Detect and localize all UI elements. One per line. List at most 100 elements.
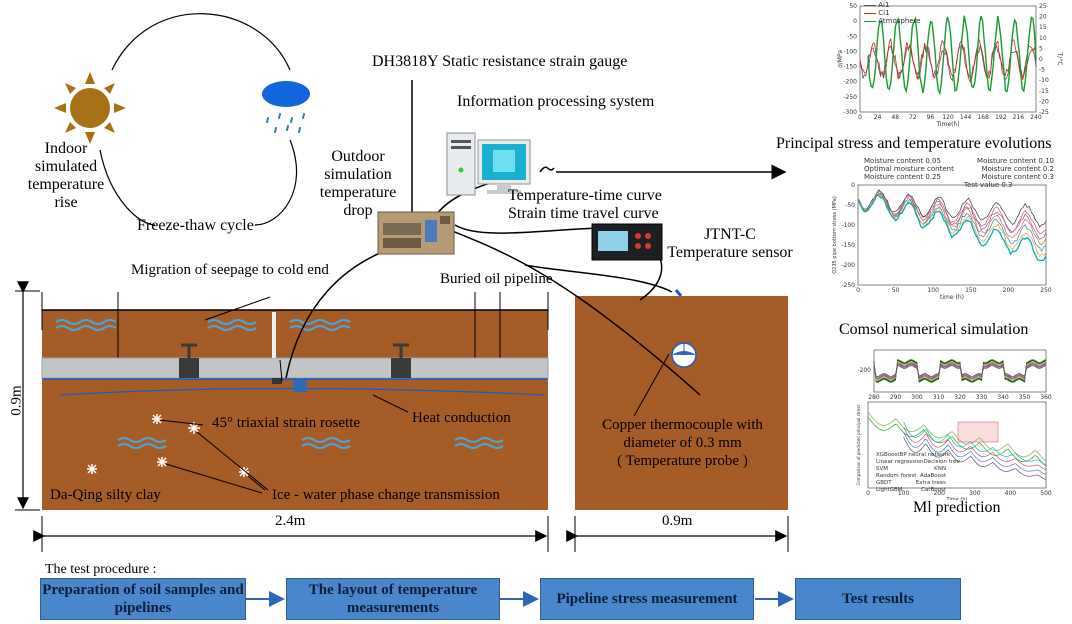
- soil-width-label: 2.4m: [275, 513, 306, 529]
- chart1-xtick: 24: [874, 114, 882, 121]
- pipeline-label: Buried oil pipeline: [440, 271, 553, 287]
- chart4-xtick: 200: [933, 490, 945, 497]
- chart1-xtick: 216: [1013, 114, 1025, 121]
- chart1-series-atmosphere: [867, 15, 1037, 96]
- chart1-legend: Ai1 Ci1 Atmosphere: [864, 1, 921, 25]
- chart1-ytick: 50: [849, 3, 857, 10]
- chart4-frame: [867, 401, 1047, 489]
- chart3-series-4: [873, 362, 1047, 379]
- chart1-xtick: 240: [1030, 114, 1042, 121]
- chart2-xtick: 150: [965, 287, 977, 294]
- probe-box: [575, 296, 788, 510]
- chart4-series-3: [903, 426, 1047, 471]
- chart3-series-5: [873, 363, 1047, 378]
- chart3-series-0: [873, 358, 1047, 383]
- chart2-ytick: -100: [841, 222, 855, 229]
- chart1-series-ai1: [859, 43, 1037, 82]
- chart1-y2tick: 20: [1039, 14, 1047, 21]
- chart4-xtick: 0: [866, 490, 870, 497]
- chart3-xtick: 340: [997, 394, 1009, 401]
- chart4-xtick: 400: [1005, 490, 1017, 497]
- cycle-arc-top: [111, 13, 291, 71]
- chart3-ytick: -200: [857, 367, 871, 374]
- chart1-y2tick: 5: [1039, 45, 1043, 52]
- chart2-xlabel: time (h): [940, 294, 964, 301]
- probe-width-label: 0.9m: [662, 513, 693, 529]
- chart4-xtick: 100: [898, 490, 910, 497]
- computer-icon: [446, 132, 531, 196]
- chart2-xtick: 200: [1003, 287, 1015, 294]
- strain-sensor: [272, 378, 307, 392]
- chart2-series-4: [857, 193, 1047, 252]
- chart3-series-3: [873, 361, 1047, 380]
- chart1-xtick: 96: [927, 114, 935, 121]
- heat-conduction-label: Heat conduction: [412, 410, 511, 426]
- chart4-xtick: 500: [1040, 490, 1052, 497]
- step-2-box: The layout of temperature measurements: [286, 578, 500, 620]
- chart1-xtick: 168: [977, 114, 989, 121]
- freeze-thaw-label: Freeze-thaw cycle: [137, 217, 254, 234]
- principal-stress-title: Principal stress and temperature evoluti…: [776, 135, 1052, 152]
- soil-height-label: 0.9m: [8, 385, 25, 416]
- chart2-xtick: 250: [1040, 287, 1052, 294]
- chart2-xtick: 50: [892, 287, 900, 294]
- chart3-series-2: [873, 360, 1047, 381]
- chart3-xtick: 300: [911, 394, 923, 401]
- chart1-y2tick: -10: [1039, 77, 1049, 84]
- chart3-series-1: [873, 359, 1047, 382]
- cycle-arc-left: [99, 149, 156, 226]
- chart2-ytick: 0: [851, 182, 855, 189]
- chart1-xtick: 120: [942, 114, 954, 121]
- chart2-xtick: 100: [927, 287, 939, 294]
- chart1-ytick: 0: [853, 18, 857, 25]
- chart1-xtick: 72: [909, 114, 917, 121]
- chart3-xtick: 350: [1019, 394, 1031, 401]
- chart1-y2tick: 15: [1039, 24, 1047, 31]
- chart1-y2tick: -5: [1039, 67, 1045, 74]
- chart1-y2tick: -25: [1039, 109, 1049, 116]
- chart3-xtick: 320: [954, 394, 966, 401]
- chart4-series-2: [903, 421, 1047, 466]
- chart1-ytick: -250: [843, 94, 857, 101]
- ice-crystals: [87, 414, 249, 477]
- chart4-zoom-box: [957, 421, 999, 443]
- chart1-ytick: -50: [847, 33, 857, 40]
- chart3-series-6: [873, 364, 1047, 377]
- chart1-y2tick: 25: [1039, 3, 1047, 10]
- chart3-xtick: 280: [868, 394, 880, 401]
- chart4-ylabel: Comparison of predicted principal stress: [856, 405, 861, 486]
- step-3-box: Pipeline stress measurement: [540, 578, 754, 620]
- chart2-series-0: [857, 189, 1047, 228]
- chart1-ytick: -300: [843, 109, 857, 116]
- heat-conduction-arc: [59, 387, 546, 396]
- rain-cloud-icon: [262, 81, 310, 133]
- procedure-title: The test procedure :: [45, 562, 157, 577]
- chart1-xtick: 0: [858, 114, 862, 121]
- chart2-ytick: -250: [841, 282, 855, 289]
- info-system-label: Information processing system: [457, 93, 655, 110]
- rosette-label: 45° triaxial strain rosette: [212, 415, 361, 431]
- chart2-ytick: -50: [845, 202, 855, 209]
- strain-gauge-label: DH3818Y Static resistance strain gauge: [372, 53, 628, 70]
- comsol-title: Comsol numerical simulation: [839, 321, 1029, 338]
- chart4-series-0: [867, 411, 1047, 462]
- chart1-y2label: T/°C: [1056, 52, 1063, 66]
- ice-water-label: Ice - water phase change transmission: [272, 487, 500, 503]
- strain-gauge-device: [377, 211, 455, 255]
- chart3-xtick: 360: [1040, 394, 1052, 401]
- chart1-xtick: 144: [960, 114, 972, 121]
- chart1-xlabel: Time(h): [935, 121, 959, 128]
- chart1-series-ci1: [859, 38, 1037, 83]
- valve-right: [391, 343, 411, 378]
- water-waves: [55, 319, 504, 449]
- chart4-xlabel: Time (h): [946, 497, 968, 500]
